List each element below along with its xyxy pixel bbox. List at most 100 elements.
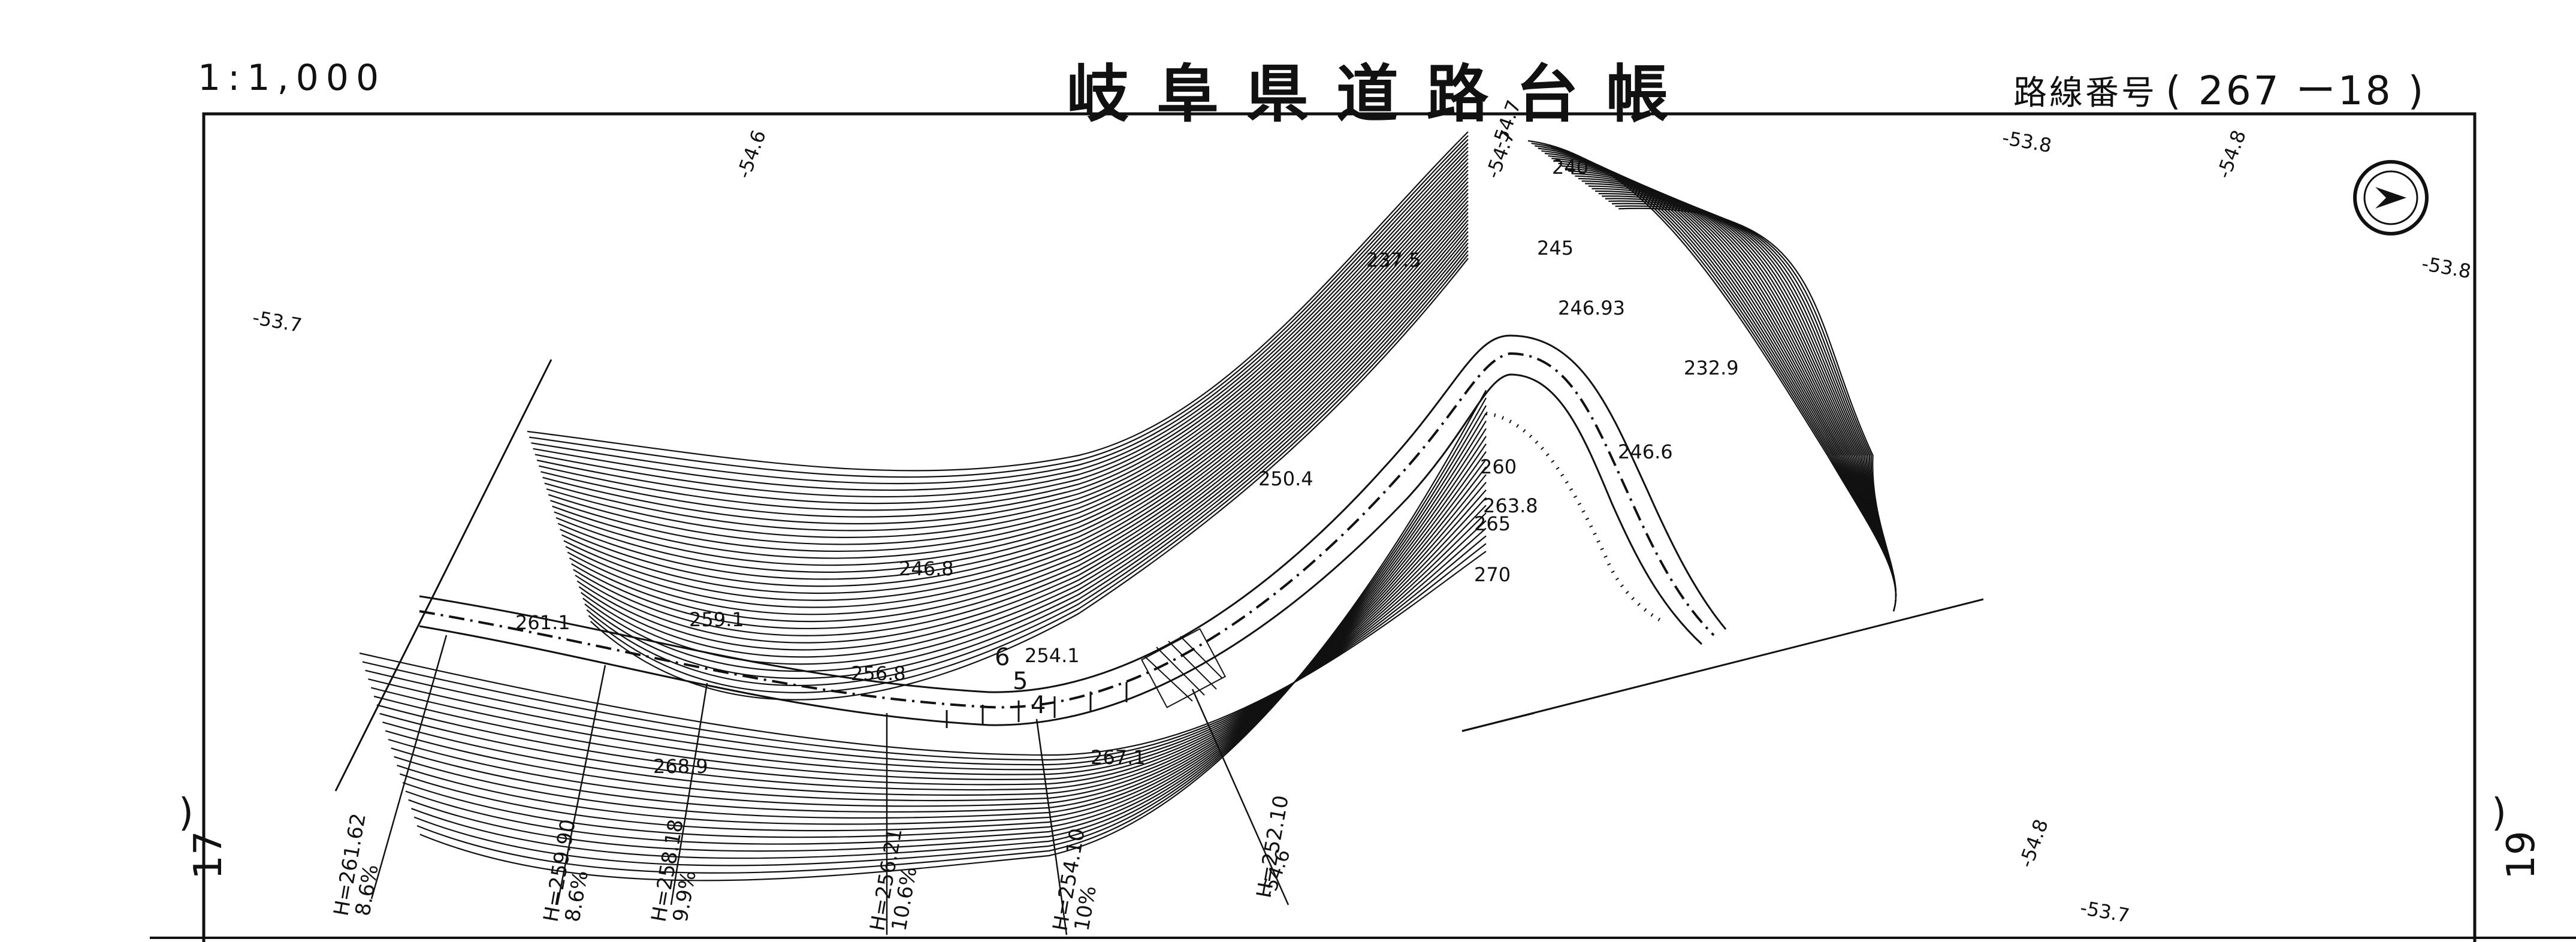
elevation-label: 240	[1552, 156, 1589, 179]
elevation-label: 246.6	[1618, 440, 1673, 463]
station-marks: 654	[995, 644, 1046, 719]
contour-line	[359, 551, 1487, 756]
contour-line	[405, 428, 1487, 845]
contour-line	[559, 197, 1469, 587]
route-label: 路線番号	[2013, 74, 2157, 113]
boundary-line-east	[1461, 598, 1984, 732]
contour-line	[557, 192, 1469, 580]
contour-line	[586, 250, 1469, 686]
grid-label: -53.7	[251, 306, 304, 337]
road-centerline	[419, 352, 1715, 709]
contour-line	[411, 413, 1487, 859]
elevation-label: 259.1	[689, 608, 744, 631]
contour-line	[590, 258, 1469, 701]
contour-line	[578, 235, 1469, 658]
contour-line	[391, 466, 1487, 813]
elevation-label: 265	[1474, 512, 1511, 535]
contour-line	[385, 482, 1487, 802]
contour-line	[548, 173, 1469, 545]
contour-line	[554, 185, 1469, 566]
page-title: 岐阜県道路台帳	[1067, 58, 1696, 131]
contour-line	[576, 231, 1469, 651]
contour-line	[531, 139, 1469, 485]
contour-line	[399, 443, 1487, 832]
elevation-label: 237.5	[1366, 249, 1421, 271]
elevation-label: 260	[1480, 455, 1517, 478]
grid-label: -54.7	[1481, 127, 1520, 182]
road-side-ticks	[946, 682, 1128, 728]
section-elevation: H=252.10	[1252, 793, 1293, 899]
elevation-label: 245	[1537, 237, 1574, 259]
contour-line	[527, 131, 1469, 472]
contour-line	[419, 390, 1487, 881]
road-edge-north	[419, 334, 1727, 693]
contour-line	[394, 458, 1487, 819]
contour-lines-west-slope	[527, 131, 1469, 701]
map-frame	[202, 112, 2477, 942]
contour-line	[563, 204, 1469, 601]
left-sheet-paren: )	[179, 791, 194, 835]
contour-line	[565, 208, 1469, 608]
boundary-line-west	[334, 359, 552, 792]
north-arrow-icon	[2353, 160, 2429, 236]
elevation-label: 263.8	[1483, 494, 1538, 517]
contour-line	[376, 505, 1487, 786]
contour-line	[573, 223, 1469, 636]
left-sheet-reference: ) 17	[155, 791, 231, 935]
contour-line	[582, 242, 1469, 672]
route-number-label: 路線番号( 267 ー18 )	[2013, 59, 2426, 116]
retaining-wall-hatch	[1140, 628, 1227, 708]
cut-slope-edge	[1461, 712, 1535, 732]
grid-label: -54.8	[2212, 127, 2251, 182]
contour-line	[362, 543, 1487, 761]
contour-line	[542, 162, 1469, 525]
route-number: ( 267 ー18 )	[2166, 68, 2426, 114]
contour-line	[571, 219, 1469, 630]
grid-label: -53.8	[2001, 126, 2053, 157]
road-edge-south	[419, 373, 1703, 726]
elevation-label: 246.8	[899, 557, 954, 580]
elevation-label: 254.1	[1025, 644, 1080, 667]
contour-lines-east-slope	[1527, 140, 1897, 612]
contour-line	[365, 535, 1487, 766]
contour-line	[550, 177, 1469, 552]
contour-line	[561, 200, 1469, 594]
grid-label: -53.7	[2079, 896, 2131, 927]
contour-line	[416, 397, 1487, 874]
station-mark: 4	[1031, 692, 1046, 719]
contour-line	[408, 420, 1487, 852]
contour-line	[534, 146, 1469, 498]
right-sheet-reference: ) 19	[2468, 791, 2544, 935]
contour-line	[536, 150, 1469, 505]
contour-line	[370, 520, 1487, 775]
road-shoulder-dotted	[1485, 412, 1667, 625]
contour-line	[575, 227, 1469, 644]
contour-line	[552, 181, 1469, 559]
right-sheet-paren: )	[2492, 791, 2506, 835]
elevation-label: 232.9	[1684, 357, 1739, 379]
elevation-label: 250.4	[1258, 467, 1313, 490]
elevation-label: 246.93	[1558, 297, 1625, 319]
contour-line	[379, 497, 1487, 791]
contour-line	[538, 154, 1469, 511]
contour-line	[567, 212, 1469, 615]
contour-line	[368, 527, 1487, 771]
contour-line	[529, 135, 1469, 478]
grid-label: -53.8	[2420, 252, 2473, 283]
contour-line	[413, 405, 1487, 866]
elevation-label: 268.9	[653, 755, 708, 778]
contour-line	[544, 165, 1469, 532]
contour-line	[540, 158, 1469, 518]
contour-line	[382, 489, 1487, 796]
contour-line	[402, 436, 1487, 838]
station-mark: 5	[1013, 668, 1028, 695]
contour-lines-south-slope	[359, 390, 1487, 881]
contour-line	[555, 189, 1469, 573]
grid-label: -54.8	[2015, 816, 2053, 871]
grid-label: -54.6	[732, 127, 771, 182]
cross-section-lines	[370, 635, 1289, 935]
elevation-label: 270	[1474, 563, 1511, 586]
contour-line	[569, 216, 1469, 623]
contour-line	[397, 451, 1487, 825]
